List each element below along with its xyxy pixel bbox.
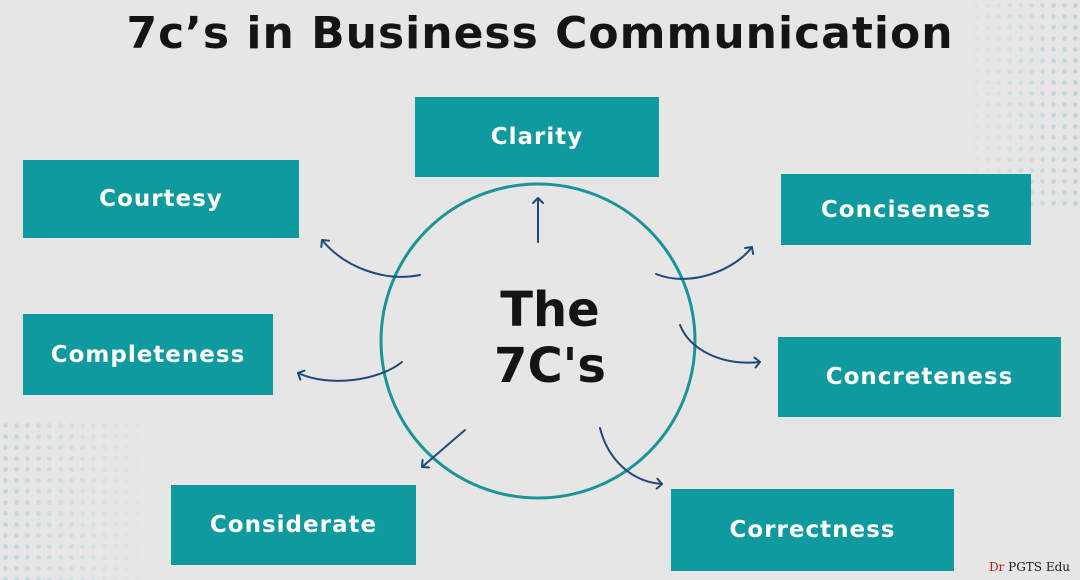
arrow-to-correctness <box>599 427 663 490</box>
box-completeness: Completeness <box>23 314 273 395</box>
box-considerate: Considerate <box>171 485 416 565</box>
arrow-to-concreteness <box>679 324 761 369</box>
center-circle <box>379 182 697 500</box>
watermark: Dr PGTS Edu <box>989 560 1070 574</box>
arrow-to-completeness <box>297 361 403 382</box>
box-conciseness: Conciseness <box>781 174 1031 245</box>
box-correctness: Correctness <box>671 489 954 571</box>
box-courtesy: Courtesy <box>23 160 299 238</box>
center-label-line1: The <box>500 282 600 338</box>
box-concreteness: Concreteness <box>778 337 1061 417</box>
center-label: The 7C's <box>425 282 675 394</box>
arrow-to-courtesy <box>320 239 421 278</box>
center-label-line2: 7C's <box>494 338 606 394</box>
arrow-to-considerate <box>421 429 466 469</box>
box-clarity: Clarity <box>415 97 659 177</box>
page-title: 7c’s in Business Communication <box>126 8 954 59</box>
watermark-name: PGTS Edu <box>1008 560 1070 574</box>
watermark-prefix: Dr <box>988 560 1005 574</box>
arrow-to-conciseness <box>655 246 755 280</box>
